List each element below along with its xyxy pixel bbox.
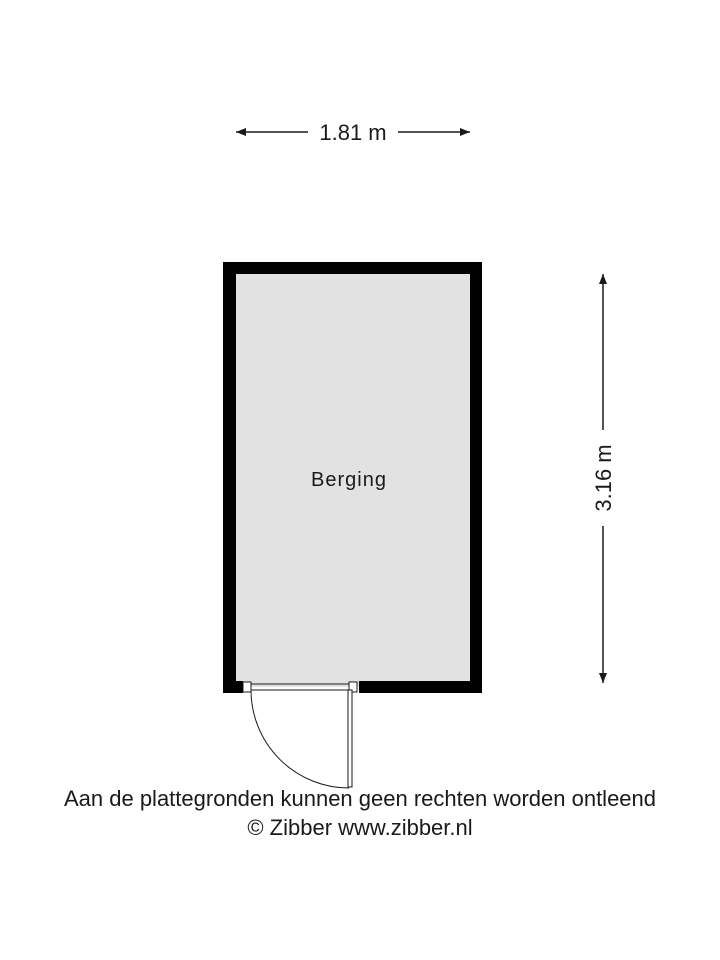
door-frame-right [348,681,358,693]
room-label: Berging [311,469,387,491]
width-dimension: 1.81 m [236,120,470,145]
door [242,681,358,789]
door-leaf [347,689,353,788]
room-berging: Berging [223,262,482,693]
door-frame-left [242,681,252,693]
height-dimension-label: 3.16 m [591,444,616,511]
door-swing-arc [250,689,350,789]
width-dimension-label: 1.81 m [319,120,386,145]
copyright-text: © Zibber www.zibber.nl [247,815,473,840]
height-dimension: 3.16 m [591,274,616,683]
room-floor [230,269,475,687]
disclaimer-text: Aan de plattegronden kunnen geen rechten… [63,786,657,811]
